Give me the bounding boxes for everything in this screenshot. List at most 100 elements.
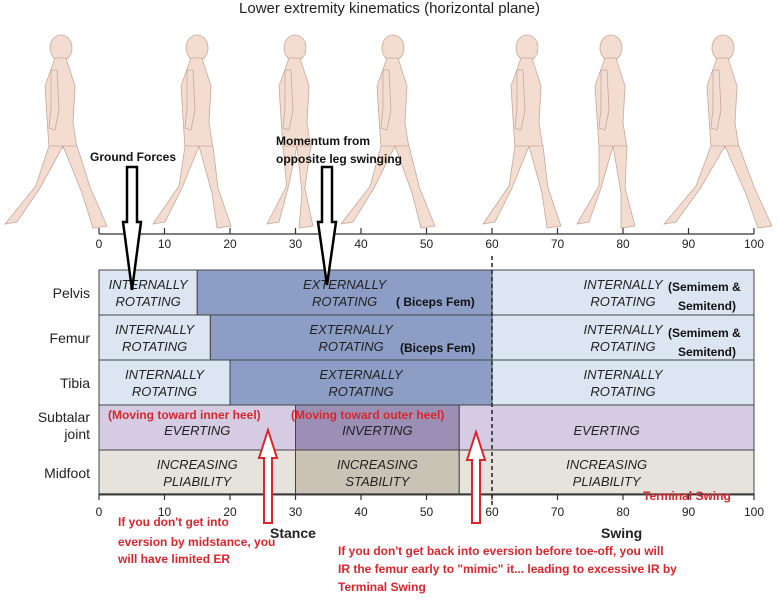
top-tick-label: 20 (223, 237, 237, 251)
row-cell (229, 359, 493, 406)
top-tick-label: 50 (420, 237, 434, 251)
row-label: Subtalar (38, 409, 90, 425)
outer-heel-label: (Moving toward outer heel) (291, 408, 444, 422)
midstance-note-line2: eversion by midstance, you (118, 535, 275, 549)
momentum-label-line2: opposite leg swinging (276, 152, 402, 166)
row-cell (295, 449, 460, 496)
cell-label: EVERTING (574, 423, 640, 438)
annotations: Ground Forces Momentum from opposite leg… (90, 134, 741, 594)
top-tick-label: 40 (354, 237, 368, 251)
cell-label: EVERTING (164, 423, 230, 438)
diagram-title: Lower extremity kinematics (horizontal p… (239, 0, 540, 17)
row-cell (458, 449, 755, 496)
cell-label-line1: EXTERNALLY (303, 277, 388, 292)
semimem-femur-line1: (Semimem & (668, 326, 741, 340)
row-label: Tibia (60, 375, 90, 391)
cell-label-line2: ROTATING (132, 384, 197, 399)
midstance-note-line1: If you don't get into (118, 515, 229, 529)
row-label: Pelvis (53, 285, 90, 301)
table-row: Midfoot INCREASING PLIABILITY INCREASING STA… (44, 449, 755, 496)
row-cell (98, 269, 198, 316)
walking-figure (662, 34, 773, 229)
terminal-swing-label: Terminal Swing (643, 489, 731, 503)
cell-label-line2: ROTATING (122, 339, 187, 354)
cell-label-line2: ROTATING (590, 339, 655, 354)
row-cell (209, 314, 493, 361)
row-cell (458, 404, 755, 451)
top-tick-label: 100 (744, 237, 764, 251)
bottom-tick-label: 60 (485, 505, 499, 519)
cell-label-line1: INCREASING (566, 457, 647, 472)
cell-label-line1: EXTERNALLY (310, 322, 395, 337)
bottom-tick-label: 20 (223, 505, 237, 519)
bottom-tick-label: 0 (96, 505, 103, 519)
swing-label: Swing (601, 525, 642, 541)
walking-figure (152, 34, 232, 229)
cell-label-line1: INTERNALLY (109, 277, 189, 292)
cell-label-line2: PLIABILITY (163, 474, 232, 489)
walking-figure (266, 34, 314, 229)
cell-label-line2: ROTATING (328, 384, 393, 399)
cell-label-line2: PLIABILITY (573, 474, 642, 489)
toeoff-note-line2: IR the femur early to "mimic" it... lead… (338, 562, 677, 576)
bottom-tick-label: 50 (420, 505, 434, 519)
row-cell (491, 314, 755, 361)
cell-label-line2: STABILITY (345, 474, 410, 489)
cell-label-line1: INTERNALLY (584, 322, 664, 337)
bottom-tick-label: 70 (551, 505, 565, 519)
cell-label-line1: INTERNALLY (115, 322, 195, 337)
row-cell (491, 269, 755, 316)
ground-forces-arrow (121, 165, 143, 291)
toeoff-arrow (465, 428, 487, 524)
biceps-fem-pelvis: ( Biceps Fem) (396, 295, 475, 309)
toeoff-note-line3: Terminal Swing (338, 580, 426, 594)
bottom-tick-label: 80 (616, 505, 630, 519)
table-row: Femur INTERNALLY ROTATING EXTERNALLY ROTATIN… (50, 314, 755, 361)
momentum-arrow (316, 165, 338, 286)
top-tick-label: 80 (616, 237, 630, 251)
top-tick-label: 90 (682, 237, 696, 251)
walking-figure (576, 34, 636, 229)
cell-label-line2: ROTATING (319, 339, 384, 354)
cell-label-line1: INTERNALLY (584, 367, 664, 382)
top-tick-label: 0 (96, 237, 103, 251)
walking-figure (482, 34, 562, 229)
walking-figures (4, 34, 773, 229)
kinematics-table: PelvisINTERNALLYROTATINGEXTERNALLYROTATI… (38, 269, 755, 496)
cell-label-line1: INCREASING (157, 457, 238, 472)
midstance-arrow (257, 426, 279, 524)
top-tick-label: 10 (158, 237, 172, 251)
cell-label-line2: ROTATING (590, 294, 655, 309)
bottom-tick-label: 10 (158, 505, 172, 519)
midstance-note-line3: will have limited ER (117, 552, 230, 566)
bottom-tick-label: 30 (289, 505, 303, 519)
top-tick-label: 70 (551, 237, 565, 251)
cell-label-line1: INTERNALLY (125, 367, 205, 382)
row-label: Femur (50, 330, 91, 346)
top-axis: 0 10 20 30 40 50 60 70 80 90 100 (96, 228, 764, 251)
top-tick-label: 60 (485, 237, 499, 251)
momentum-label-line1: Momentum from (276, 134, 370, 148)
bottom-tick-label: 100 (744, 505, 764, 519)
cell-label-line2: ROTATING (590, 384, 655, 399)
row-label: Midfoot (44, 465, 90, 481)
top-tick-label: 30 (289, 237, 303, 251)
cell-label-line1: INCREASING (337, 457, 418, 472)
bottom-axis: 0 10 20 30 40 50 60 70 80 90 100 (96, 493, 764, 519)
table-row: Pelvis INTERNALLY ROTATING EXTERNALLY ROTATI… (53, 269, 755, 316)
stance-label: Stance (270, 525, 316, 541)
cell-label-line2: ROTATING (312, 294, 377, 309)
toeoff-note-line1: If you don't get back into eversion befo… (338, 544, 664, 558)
inner-heel-label: (Moving toward inner heel) (108, 408, 261, 422)
biceps-fem-femur: (Biceps Fem) (400, 341, 475, 355)
cell-label-line1: EXTERNALLY (319, 367, 404, 382)
semimem-pelvis-line1: (Semimem & (668, 280, 741, 294)
bottom-tick-label: 90 (682, 505, 696, 519)
ground-forces-label: Ground Forces (90, 150, 176, 164)
row-cell (98, 404, 296, 451)
bottom-tick-label: 40 (354, 505, 368, 519)
semimem-pelvis-line2: Semitend) (678, 299, 736, 313)
